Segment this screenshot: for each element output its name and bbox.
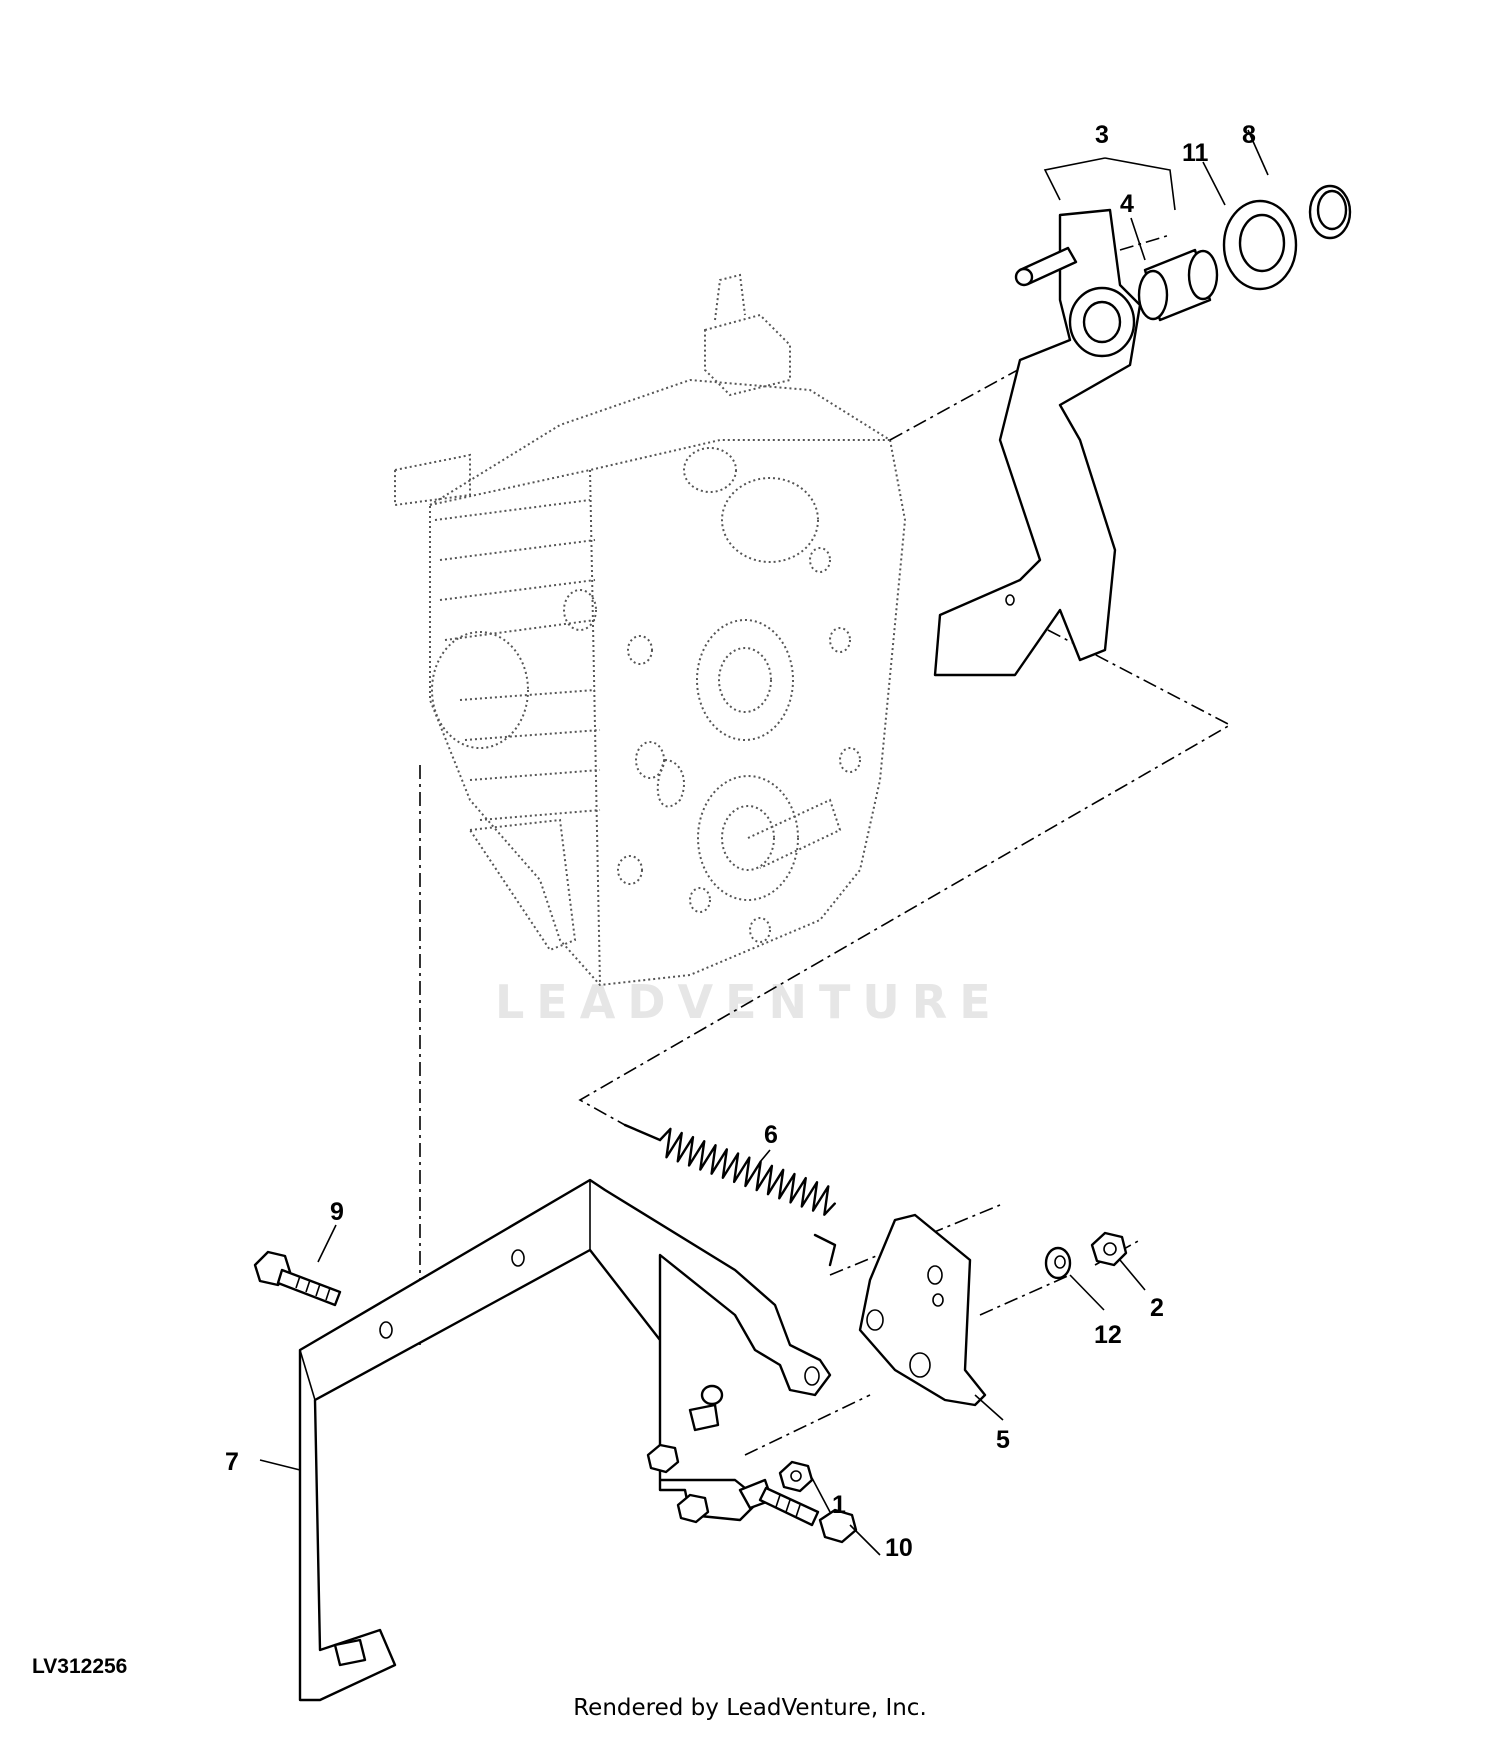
callout-11: 11 bbox=[1182, 139, 1209, 167]
callout-3: 3 bbox=[1095, 121, 1109, 149]
support-bracket bbox=[298, 1178, 832, 1702]
bracket-hex-bolts bbox=[646, 1384, 724, 1524]
flange-bolt-upper bbox=[253, 1250, 342, 1307]
figure-id: LV312256 bbox=[32, 1655, 128, 1678]
pedal-plate bbox=[858, 1213, 987, 1407]
callout-8: 8 bbox=[1242, 121, 1256, 149]
flat-washer-small bbox=[1044, 1246, 1072, 1280]
brake-pedal-arm bbox=[933, 208, 1142, 677]
callout-6: 6 bbox=[764, 1121, 778, 1149]
hex-nut-lower bbox=[778, 1460, 814, 1493]
transmission-housing bbox=[394, 273, 907, 987]
callout-7: 7 bbox=[225, 1448, 239, 1476]
watermark-text: LEADVENTURE bbox=[495, 975, 1003, 1029]
callout-9: 9 bbox=[330, 1198, 344, 1226]
callout-labels: 3 11 8 4 6 9 2 12 5 7 1 10 bbox=[225, 121, 1256, 1562]
bushing bbox=[1137, 248, 1219, 322]
return-spring bbox=[623, 1123, 837, 1267]
snap-ring bbox=[1308, 184, 1352, 240]
flat-washer-large bbox=[1222, 199, 1298, 291]
callout-12: 12 bbox=[1094, 1321, 1122, 1349]
callout-5: 5 bbox=[996, 1426, 1010, 1454]
flange-nut bbox=[1090, 1231, 1128, 1267]
callout-10: 10 bbox=[885, 1534, 913, 1562]
callout-1: 1 bbox=[832, 1491, 846, 1519]
callout-leaders bbox=[259, 129, 1269, 1556]
render-credit: Rendered by LeadVenture, Inc. bbox=[573, 1695, 927, 1721]
flange-bolt-lower bbox=[758, 1486, 858, 1544]
callout-4: 4 bbox=[1120, 190, 1134, 218]
callout-2: 2 bbox=[1150, 1294, 1164, 1322]
